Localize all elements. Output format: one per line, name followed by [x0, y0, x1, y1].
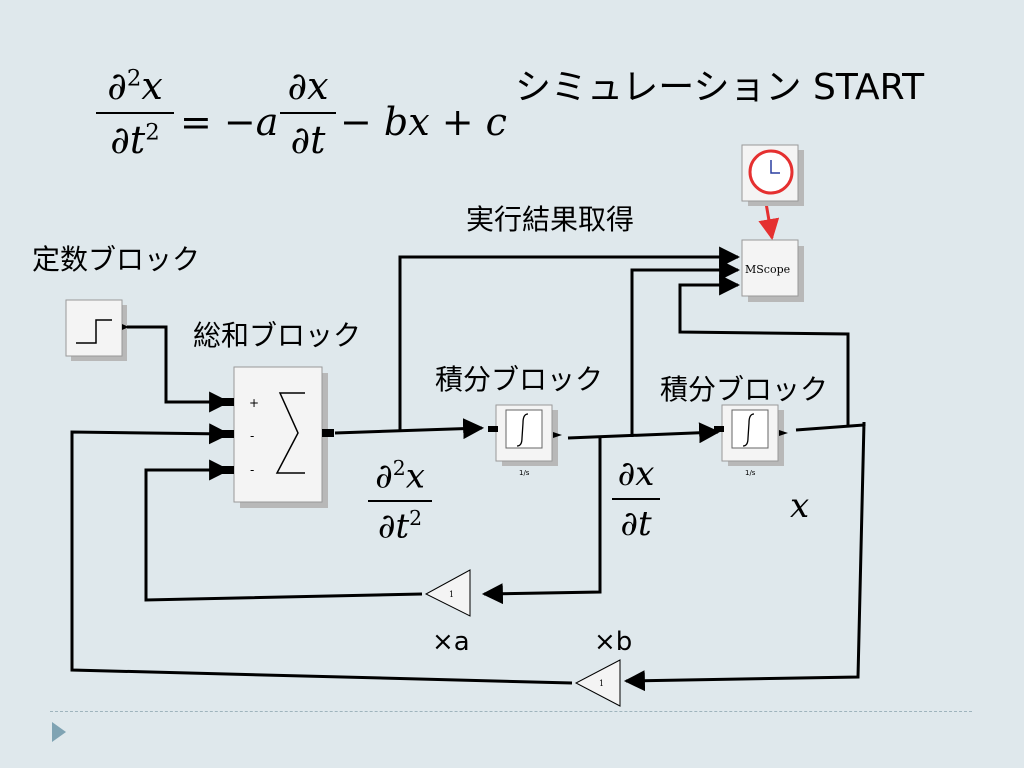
label-result-fetch: 実行結果取得	[466, 203, 635, 236]
label-integral-block-1: 積分ブロック	[435, 363, 604, 396]
sum-sign-1: +	[249, 396, 259, 410]
signal-dx: ∂x ∂t	[612, 454, 660, 544]
wire-sum-to-scope	[398, 246, 741, 430]
wire-gain-b-to-sum	[70, 423, 573, 685]
integral-icon	[742, 413, 755, 447]
eq-lhs-den-sup: 2	[145, 119, 160, 146]
eq-lhs-num-var: x	[141, 64, 163, 108]
footer-divider	[50, 711, 972, 712]
wire-gain-a-to-sum	[144, 459, 423, 602]
clock-block[interactable]	[741, 144, 804, 206]
sigma-icon	[275, 392, 305, 474]
gain-a-value: 1	[449, 590, 454, 599]
wire-clock-to-scope	[758, 202, 780, 241]
integrator-1-sublabel: 1/s	[519, 469, 530, 477]
signal-d2x: ∂2x ∂t2	[368, 456, 432, 547]
wire-int1-to-gain-a	[481, 438, 602, 605]
eq-lhs-den: ∂t	[110, 118, 146, 162]
sum-block[interactable]: + - -	[222, 366, 334, 508]
sig-dx-den: ∂t	[620, 504, 652, 544]
sum-sign-3: -	[250, 463, 254, 477]
next-slide-icon[interactable]	[52, 722, 66, 742]
wire-int1-to-scope	[630, 259, 741, 437]
integrator-2-sublabel: 1/s	[745, 469, 756, 477]
label-integral-block-2: 積分ブロック	[660, 373, 829, 406]
eq-lhs-num-sup: 2	[126, 65, 142, 92]
sig-d2x-den-sup: 2	[409, 506, 423, 531]
label-constant-block: 定数ブロック	[32, 243, 201, 276]
integral-icon	[516, 413, 529, 447]
wire-int1-to-int2	[567, 422, 721, 444]
sig-d2x-num-var: x	[405, 456, 425, 497]
eq-rhs-part1: = −a	[180, 100, 279, 144]
step-icon	[76, 319, 112, 344]
label-mul-a: ×a	[432, 627, 470, 657]
wire-sum-to-int1	[334, 418, 485, 440]
scope-block[interactable]: MScope	[741, 239, 804, 302]
label-mul-b: ×b	[594, 627, 633, 657]
sum-sign-2: -	[250, 429, 254, 443]
eq-rhs-part2: − bx + c	[340, 100, 507, 144]
eq-rhs-frac-den: ∂t	[290, 118, 326, 162]
integrator-block-2[interactable]: 1/s	[714, 404, 788, 477]
sig-d2x-num: ∂	[375, 456, 393, 497]
wires	[70, 246, 866, 692]
gain-block-a[interactable]: 1	[424, 569, 471, 617]
gain-block-b[interactable]: 1	[574, 659, 621, 707]
constant-block[interactable]	[65, 299, 129, 361]
integrator-block-1[interactable]: 1/s	[488, 404, 562, 477]
wire-int2-to-gain-b	[623, 421, 866, 692]
label-sum-block: 総和ブロック	[193, 319, 362, 352]
gain-b-value: 1	[599, 679, 604, 688]
sig-d2x-den: ∂t	[377, 506, 410, 547]
eq-rhs-frac-num: ∂x	[287, 64, 329, 108]
slide-title: シミュレーション START	[515, 67, 925, 108]
eq-lhs-num: ∂	[107, 64, 127, 108]
sig-dx-num: ∂x	[617, 454, 655, 494]
wire-int2-to-scope	[678, 274, 850, 426]
wire-const-to-sum	[125, 325, 231, 413]
signal-x: x	[790, 486, 810, 526]
sig-d2x-num-sup: 2	[392, 456, 406, 480]
scope-label: MScope	[745, 263, 790, 276]
